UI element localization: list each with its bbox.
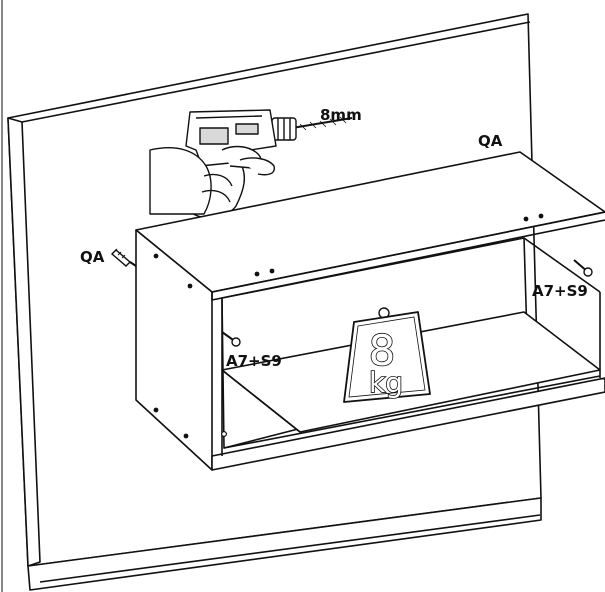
drill-icon <box>149 109 353 219</box>
drill-size-label: 8mm <box>320 106 362 124</box>
fixing-label-left: QA <box>80 248 105 266</box>
weight-icon: 8 kg <box>343 307 431 403</box>
screw-icon <box>221 259 593 347</box>
wall-cabinet <box>135 151 605 471</box>
fixing-label-top: QA <box>478 132 503 150</box>
wall-plug-icon <box>110 248 137 267</box>
hardware-label-right: A7+S9 <box>532 282 588 300</box>
weight-value: 8 <box>369 326 396 375</box>
hardware-label-left: A7+S9 <box>226 352 282 370</box>
cabinet-holes <box>153 213 544 439</box>
weight-unit: kg <box>369 366 403 399</box>
